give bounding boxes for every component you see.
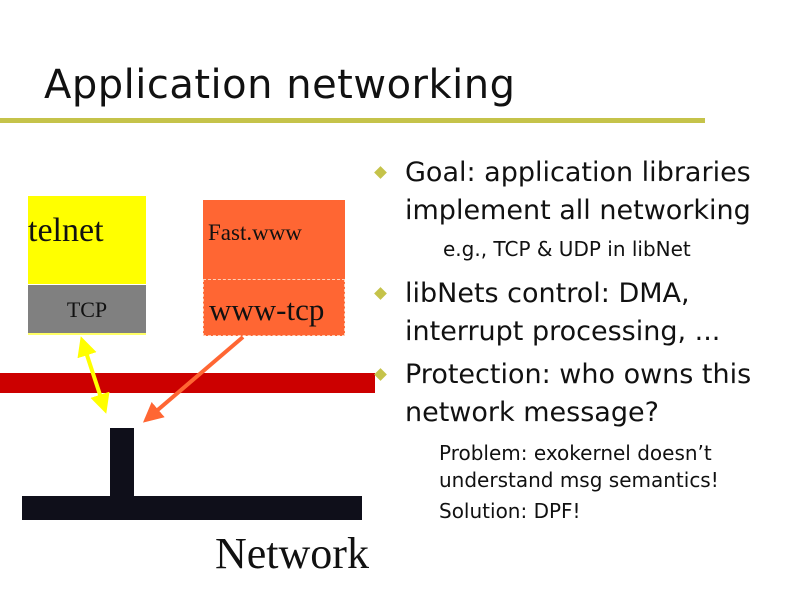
orange-arrow bbox=[142, 335, 245, 423]
bullet-1-sub-1: e.g., TCP & UDP in libNet bbox=[443, 237, 691, 261]
bullet-3-sub-2: understand msg semantics! bbox=[439, 468, 719, 492]
fastwww-label: Fast.www bbox=[208, 220, 302, 245]
network-bus bbox=[22, 496, 362, 520]
bullet-3-line-2: network message? bbox=[405, 397, 659, 428]
bullet-3-sub-3: Solution: DPF! bbox=[439, 499, 581, 523]
title-underline bbox=[0, 118, 705, 123]
tcp-label: TCP bbox=[66, 297, 108, 322]
wwwtcp-box: www-tcp bbox=[203, 279, 345, 336]
tcp-box: TCP bbox=[28, 285, 146, 335]
bullet-1-line-1: Goal: application libraries bbox=[405, 157, 751, 188]
bullet-3-sub-1: Problem: exokernel doesn’t bbox=[439, 441, 712, 465]
telnet-label: telnet bbox=[28, 212, 104, 249]
bullet-1-sub: e.g., TCP & UDP in libNet bbox=[443, 236, 691, 263]
bullet-2: libNets control: DMA, interrupt processi… bbox=[405, 275, 720, 351]
network-stem bbox=[110, 428, 134, 500]
bullet-1: Goal: application libraries implement al… bbox=[405, 154, 751, 230]
bullet-1-line-2: implement all networking bbox=[405, 195, 751, 226]
wwwtcp-label: www-tcp bbox=[209, 292, 325, 327]
fastwww-box: Fast.www bbox=[203, 200, 345, 279]
bullet-3-sub: Problem: exokernel doesn’t understand ms… bbox=[439, 440, 719, 525]
bullet-3-line-1: Protection: who owns this bbox=[405, 359, 752, 390]
slide-title: Application networking bbox=[44, 62, 516, 108]
bullet-3: Protection: who owns this network messag… bbox=[405, 356, 751, 432]
yellow-double-arrow bbox=[77, 336, 110, 414]
bullet-2-line-1: libNets control: DMA, bbox=[405, 278, 690, 309]
network-label: Network bbox=[215, 529, 369, 578]
bullet-2-line-2: interrupt processing, ... bbox=[405, 316, 721, 347]
telnet-box: telnet bbox=[28, 196, 146, 284]
